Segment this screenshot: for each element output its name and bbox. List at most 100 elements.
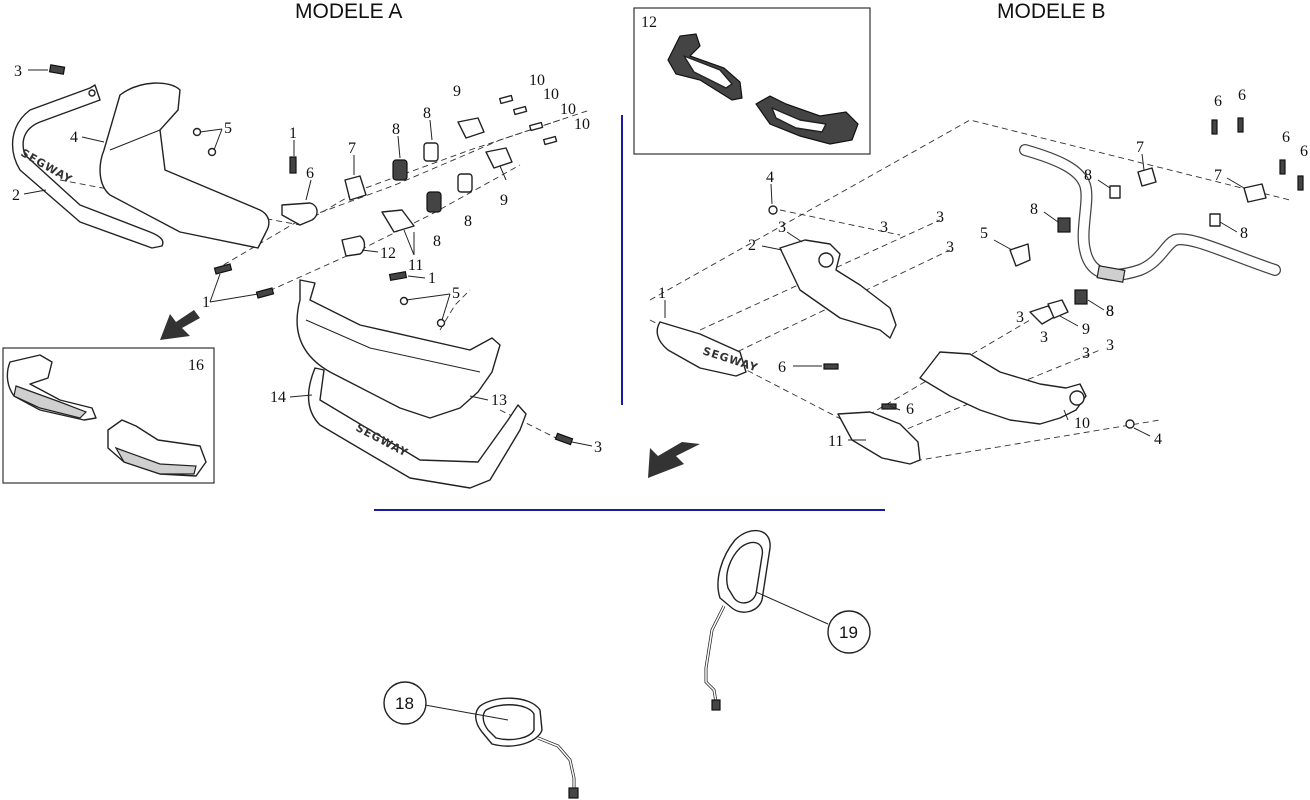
callout-10: 10: [543, 86, 559, 103]
bracket-part-11: [381, 209, 415, 233]
leader-line: [289, 394, 313, 398]
mirror-18-group: 18: [383, 681, 579, 799]
callout-8: 8: [1240, 225, 1248, 242]
rubber-insert-part-8: [426, 191, 442, 213]
leader-line: [424, 704, 509, 721]
callout-5: 5: [224, 120, 232, 137]
leader-line: [770, 183, 773, 205]
direction-arrow-a: [160, 310, 200, 340]
guard-mount-hole: [1069, 390, 1085, 406]
callout-6: 6: [1238, 87, 1246, 104]
callout-bubble-19: [827, 610, 871, 654]
leader-line: [405, 293, 451, 321]
cover-part-11: [837, 411, 921, 465]
shield-edge-line: [305, 319, 481, 373]
callout-3: 3: [1082, 345, 1090, 362]
callout-2: 2: [748, 237, 756, 254]
callout-8: 8: [1106, 303, 1114, 320]
assembly-axis-line: [779, 209, 901, 236]
callout-8: 8: [423, 105, 431, 122]
callout-3: 3: [936, 209, 944, 226]
lower-shield-part-13: [296, 279, 501, 419]
screw-part-5: [399, 296, 409, 306]
callout-11: 11: [408, 257, 423, 274]
screw-part-5: [207, 147, 217, 157]
leader-line: [889, 405, 901, 411]
callout-4: 4: [766, 169, 774, 186]
rubber-insert-part-8: [1057, 217, 1071, 233]
inset-16-label: 16: [188, 357, 204, 374]
bolt-part-6: [1237, 117, 1244, 133]
handguard-inset-b-face: [683, 55, 733, 89]
bolt-part-6: [1297, 175, 1304, 191]
insert-part-8: [457, 173, 473, 193]
inset-16: 16: [2, 347, 215, 484]
callout-3: 3: [1016, 309, 1024, 326]
leader-line: [469, 395, 489, 401]
mirror-18-stem-inner: [537, 737, 575, 790]
leader-line: [361, 249, 379, 253]
callout-4: 4: [70, 129, 78, 146]
mirror-19-group: 19: [704, 529, 871, 711]
clamp-part-9: [457, 117, 485, 139]
leader-line: [1219, 221, 1238, 233]
assembly-axis-line: [859, 319, 1031, 421]
rubber-insert-part-8: [392, 159, 408, 181]
bracket-part-5: [1009, 243, 1031, 267]
leader-line: [993, 239, 1013, 251]
mirror-19-glass: [726, 541, 764, 604]
callout-9: 9: [1082, 321, 1090, 338]
callout-8: 8: [464, 213, 472, 230]
callout-18: 18: [395, 694, 414, 713]
callout-9: 9: [500, 192, 508, 209]
callout-11: 11: [828, 433, 843, 450]
leader-line: [1226, 177, 1245, 189]
callout-9: 9: [453, 83, 461, 100]
handguard-bar-part-2: [11, 84, 164, 249]
screw-part-5: [436, 318, 446, 328]
shield-edge-line: [109, 129, 161, 151]
callout-3: 3: [778, 219, 786, 236]
callout-bubble-18: [383, 681, 427, 725]
leader-line: [407, 275, 426, 279]
callout-8: 8: [1030, 201, 1038, 218]
bolt-part-10: [512, 105, 528, 116]
leader-line: [209, 273, 259, 303]
callout-2: 2: [12, 187, 20, 204]
clamp-part-7: [1243, 183, 1267, 203]
screw-part-4: [1125, 419, 1135, 429]
assembly-axis-line: [719, 249, 951, 361]
bolt-part-6: [1279, 159, 1286, 175]
leader-line: [397, 135, 401, 159]
leader-line: [1141, 153, 1145, 171]
handguard-mini-edge: [13, 385, 88, 419]
callout-3: 3: [14, 63, 22, 80]
bolt-part-1: [213, 263, 233, 275]
leader-line: [429, 119, 433, 141]
mirror-18-glass: [482, 704, 535, 741]
screw-part-4: [768, 205, 778, 215]
callout-12: 12: [380, 245, 396, 262]
guard-part-2: [779, 239, 897, 339]
leader-line: [786, 231, 803, 243]
mirror-19-mount: [711, 699, 721, 711]
callout-4: 4: [1154, 431, 1162, 448]
handguard-inset-b-face: [771, 107, 827, 133]
callout-7: 7: [1136, 139, 1144, 156]
leader-line: [1063, 409, 1069, 421]
callout-7: 7: [1214, 167, 1222, 184]
callout-8: 8: [1106, 303, 1114, 320]
bolt-part-6: [1211, 119, 1218, 135]
leader-line: [403, 229, 415, 256]
model-b-title: MODELE B: [997, 0, 1106, 23]
clamp-part-6: [281, 202, 318, 226]
callout-1: 1: [289, 125, 297, 142]
leader-line: [1133, 427, 1151, 437]
callout-3: 3: [1106, 337, 1114, 354]
callout-8: 8: [1084, 167, 1092, 184]
bolt-part-1: [388, 270, 408, 282]
leader-line: [1059, 315, 1079, 327]
callout-6: 6: [1214, 93, 1222, 110]
insert-part-8: [1209, 213, 1221, 227]
clamp-part-12: [341, 235, 366, 257]
